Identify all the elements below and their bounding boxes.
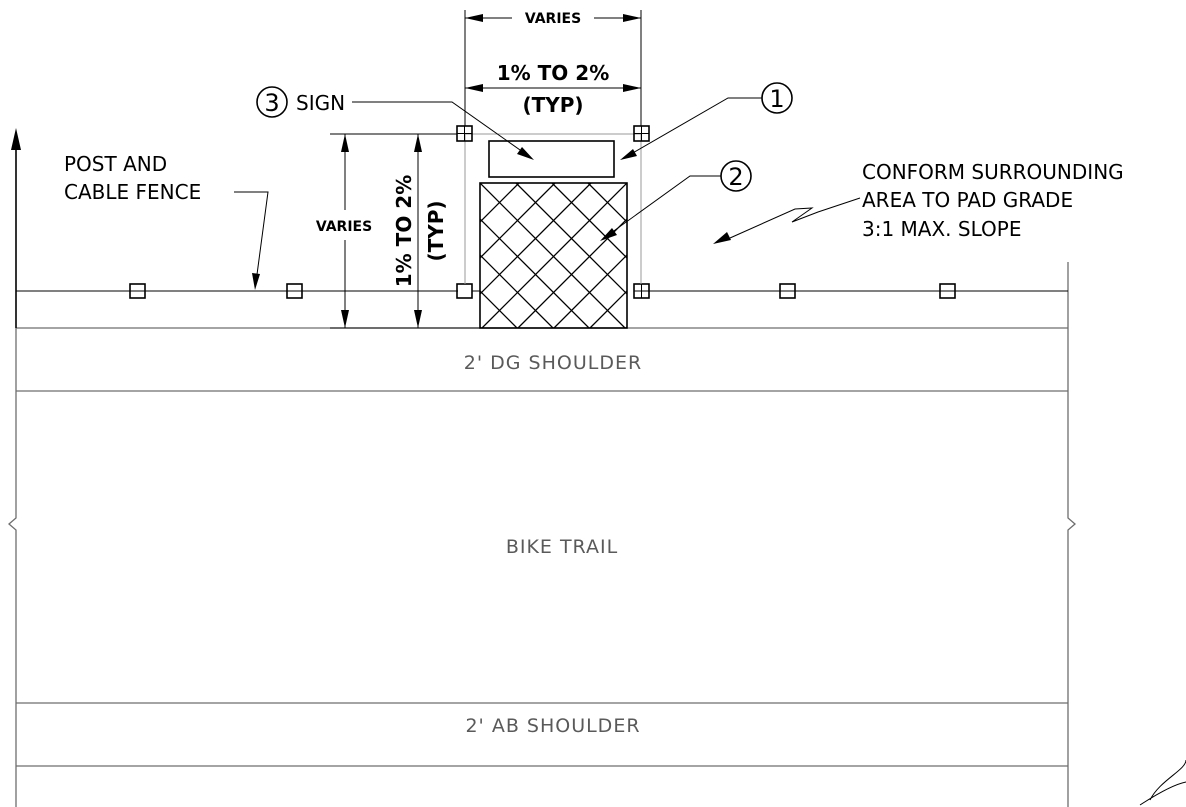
callout-number: 1 bbox=[769, 85, 784, 113]
left-break-line bbox=[8, 328, 17, 807]
conform-line3: 3:1 MAX. SLOPE bbox=[862, 217, 1021, 241]
bike-trail-label: BIKE TRAIL bbox=[506, 536, 618, 558]
dg-shoulder-label: 2' DG SHOULDER bbox=[464, 352, 642, 374]
callout-number: 3 bbox=[264, 89, 279, 117]
arrowhead-icon bbox=[623, 14, 641, 22]
conform-line2: AREA TO PAD GRADE bbox=[862, 188, 1073, 212]
arrowhead-icon bbox=[517, 147, 534, 160]
conform-line1: CONFORM SURROUNDING bbox=[862, 160, 1124, 184]
left-varies-dimension: VARIES bbox=[316, 133, 480, 329]
pad-outline bbox=[456, 125, 650, 298]
arrowhead-icon bbox=[414, 310, 422, 328]
arrowhead-icon bbox=[465, 84, 483, 92]
conform-note: CONFORM SURROUNDING AREA TO PAD GRADE 3:… bbox=[713, 160, 1124, 244]
arrowhead-icon bbox=[252, 273, 260, 290]
arrowhead-icon bbox=[623, 84, 641, 92]
callout-number: 2 bbox=[728, 163, 743, 191]
arrowhead-icon bbox=[341, 134, 349, 152]
arrowhead-icon bbox=[600, 228, 617, 241]
ab-shoulder-label: 2' AB SHOULDER bbox=[465, 715, 640, 737]
varies-top-label: VARIES bbox=[525, 11, 581, 27]
fence-label-line1: POST AND bbox=[64, 152, 167, 176]
fence-label-line2: CABLE FENCE bbox=[64, 180, 201, 204]
callout-1: 1 bbox=[620, 82, 793, 160]
varies-left-label: VARIES bbox=[316, 219, 372, 235]
slope-vertical-typ: (TYP) bbox=[424, 200, 448, 261]
vertical-slope-dimension: 1% TO 2% (TYP) bbox=[392, 134, 448, 328]
top-varies-dimension: VARIES bbox=[464, 10, 642, 126]
sign-label: SIGN bbox=[296, 91, 345, 115]
up-arrow-icon bbox=[11, 128, 21, 150]
horizontal-slope-dimension: 1% TO 2% (TYP) bbox=[465, 61, 641, 117]
slope-horizontal-text: 1% TO 2% bbox=[497, 61, 609, 85]
slope-vertical-text: 1% TO 2% bbox=[392, 175, 416, 287]
slope-horizontal-typ: (TYP) bbox=[522, 93, 583, 117]
hatched-pad bbox=[479, 182, 628, 329]
trail-bands bbox=[8, 262, 1076, 807]
sign-callout: 3 SIGN bbox=[256, 86, 534, 160]
callout-1-leader bbox=[623, 97, 762, 159]
crosshatch-pattern bbox=[480, 183, 627, 328]
callout-circle bbox=[256, 86, 288, 118]
callout-2-leader bbox=[603, 175, 721, 239]
arrowhead-icon bbox=[341, 310, 349, 328]
arrowhead-icon bbox=[620, 149, 637, 160]
fence-post bbox=[456, 283, 473, 299]
arrowhead-icon bbox=[465, 14, 483, 22]
arrowhead-icon bbox=[713, 232, 731, 244]
conform-leader-line bbox=[729, 197, 861, 239]
right-break-line bbox=[1067, 262, 1076, 807]
callout-2: 2 bbox=[600, 160, 752, 241]
arrowhead-icon bbox=[414, 134, 422, 152]
fence-leader-line bbox=[234, 191, 269, 283]
sign-panel bbox=[488, 140, 615, 178]
fence-callout: POST AND CABLE FENCE bbox=[64, 152, 269, 290]
left-edge-arrow bbox=[11, 128, 21, 328]
sign-leader-line bbox=[352, 101, 531, 158]
post-and-cable-fence bbox=[16, 283, 1068, 299]
signature-mark bbox=[1139, 759, 1186, 806]
